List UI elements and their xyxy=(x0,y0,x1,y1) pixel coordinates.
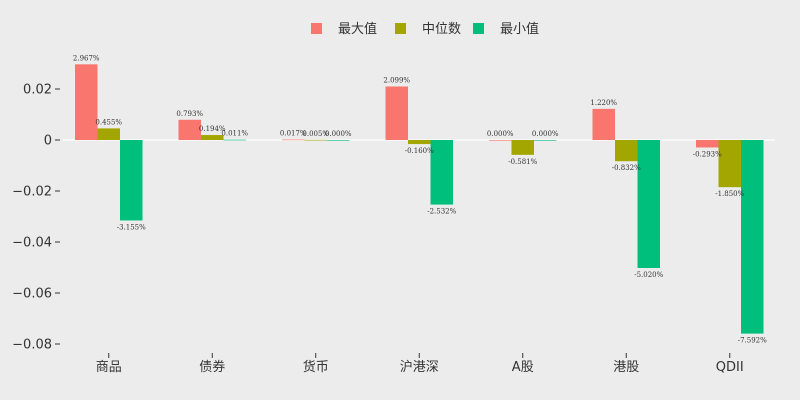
bar-median xyxy=(201,135,224,140)
data-label: 0.005% xyxy=(302,130,329,138)
x-category-label: 沪港深 xyxy=(400,359,439,375)
data-label: 0.000% xyxy=(487,130,514,138)
bar-median xyxy=(408,140,431,145)
legend-swatch xyxy=(473,23,484,34)
data-label: -1.850% xyxy=(715,190,744,198)
bar-median xyxy=(304,139,327,141)
legend-swatch xyxy=(395,23,406,34)
bar-min xyxy=(327,140,350,141)
data-label: 0.000% xyxy=(325,130,352,138)
data-label: -0.293% xyxy=(693,150,722,158)
y-tick-label: −0.04 xyxy=(12,236,52,251)
data-label: 0.455% xyxy=(95,118,122,126)
y-tick-label: 0 xyxy=(44,134,52,149)
legend-label: 中位数 xyxy=(422,22,461,37)
y-tick-label: −0.02 xyxy=(12,185,52,200)
bar-min xyxy=(741,140,764,334)
data-label: -0.832% xyxy=(612,164,641,172)
bar-max xyxy=(489,140,512,141)
data-label: 0.793% xyxy=(176,110,203,118)
bar-min xyxy=(223,139,246,141)
data-label: 0.017% xyxy=(280,130,307,138)
bar-median xyxy=(97,128,120,140)
data-label: -7.592% xyxy=(738,337,767,345)
legend-swatch xyxy=(311,23,322,34)
data-label: 0.194% xyxy=(199,125,226,133)
legend-label: 最小值 xyxy=(500,21,539,37)
y-tick-label: 0.02 xyxy=(23,83,52,98)
data-labels: 2.967% 0.455% -3.155% 0.793% 0.194%0.011% 0.0… xyxy=(73,54,767,344)
x-category-label: 货币 xyxy=(303,359,329,375)
y-tick-label: −0.08 xyxy=(12,338,52,353)
data-label: -5.020% xyxy=(634,271,663,279)
y-tick-label: −0.06 xyxy=(12,287,52,302)
bar-median xyxy=(718,140,741,188)
x-axis: 商品 债券 货币 沪港深 A股 港股 QDII xyxy=(96,353,744,375)
data-label: -0.581% xyxy=(508,158,537,166)
legend-label: 最大值 xyxy=(338,21,377,37)
data-label: -3.155% xyxy=(117,223,146,231)
data-label: -0.160% xyxy=(405,147,434,155)
data-label: 0.011% xyxy=(221,130,248,138)
data-label: 2.099% xyxy=(383,76,410,84)
bar-max xyxy=(592,108,615,140)
y-axis: 0.02 0 −0.02 −0.04 −0.06 −0.08 xyxy=(12,83,60,353)
data-label: 1.220% xyxy=(590,99,617,107)
bar-min xyxy=(120,140,143,221)
data-label: -2.532% xyxy=(427,208,456,216)
data-label: 0.000% xyxy=(532,130,559,138)
bar-max xyxy=(75,64,98,140)
data-label: 2.967% xyxy=(73,54,100,62)
x-category-label: 商品 xyxy=(96,360,122,375)
bar-min xyxy=(637,140,660,269)
x-category-label: 债券 xyxy=(199,359,225,375)
x-category-label: 港股 xyxy=(613,360,639,375)
bar-min xyxy=(534,140,557,141)
bar-max xyxy=(385,86,408,140)
bar-median xyxy=(511,140,534,155)
x-category-label: QDII xyxy=(716,360,744,375)
bar-max xyxy=(282,139,305,141)
bar-max xyxy=(178,119,201,140)
bar-median xyxy=(615,140,638,162)
x-category-label: A股 xyxy=(512,360,534,375)
bars xyxy=(75,64,764,334)
bar-max xyxy=(696,140,719,148)
bar-min xyxy=(430,140,453,205)
legend: 最大值 中位数 最小值 xyxy=(311,21,539,37)
